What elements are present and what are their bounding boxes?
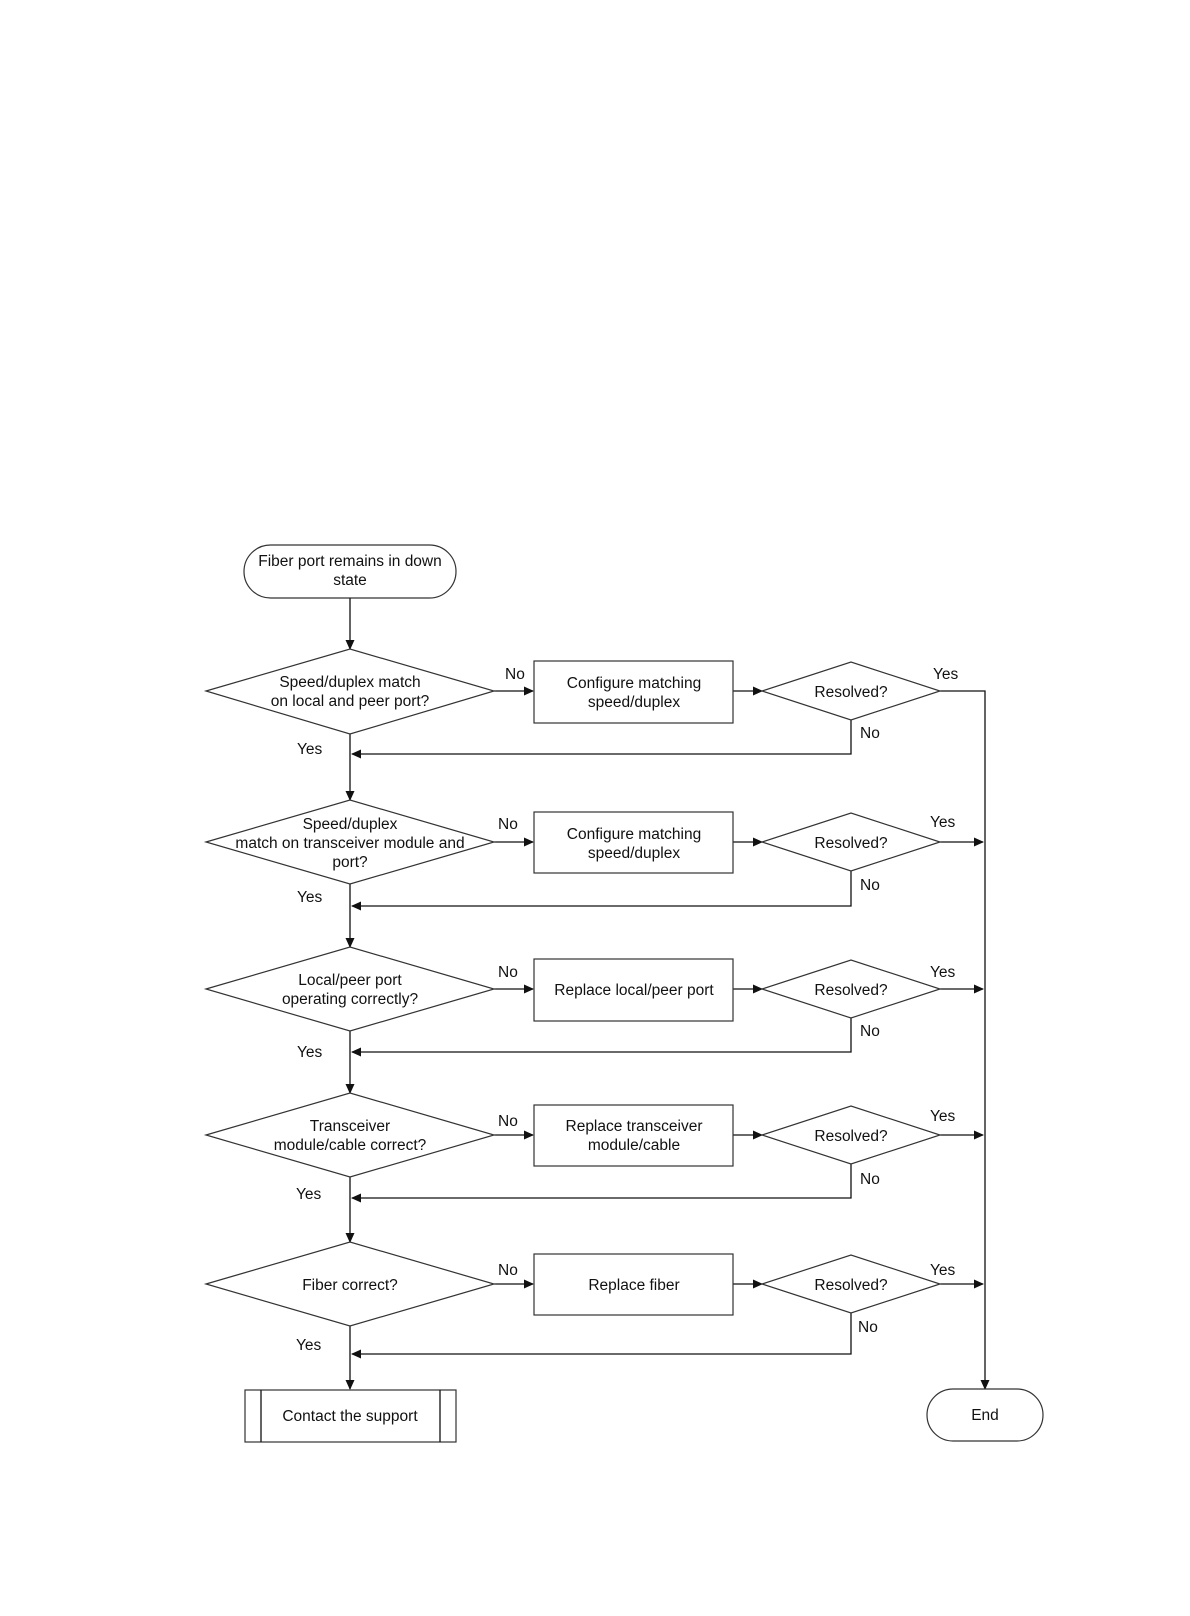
yes-label: Yes	[930, 814, 956, 831]
no-label: No	[498, 1113, 518, 1130]
yes-label: Yes	[930, 1262, 956, 1279]
connectors	[345, 598, 990, 1390]
yes-label: Yes	[297, 1044, 323, 1061]
resolved-label: Resolved?	[814, 1277, 888, 1294]
contact-support-label: Contact the support	[282, 1408, 418, 1425]
decision-label-line: Local/peer port	[298, 972, 402, 989]
resolved-label: Resolved?	[814, 684, 888, 701]
yes-label: Yes	[930, 964, 956, 981]
yes-label: Yes	[297, 741, 323, 758]
decision-fiber-correct	[203, 1241, 497, 1327]
decision-label-line: operating correctly?	[282, 991, 419, 1008]
contact-support-process: Contact the support	[244, 1389, 457, 1443]
resolved-label: Resolved?	[814, 1128, 888, 1145]
decision-label-line: module/cable correct?	[274, 1137, 427, 1154]
no-label: No	[860, 1023, 880, 1040]
action-label-line: speed/duplex	[588, 694, 680, 711]
end-terminator: End	[926, 1388, 1044, 1442]
yes-label: Yes	[296, 1337, 322, 1354]
decision-label-line: on local and peer port?	[271, 693, 430, 710]
action-configure-matching-speed-duplex	[533, 811, 734, 874]
decision-label-line: match on transceiver module and	[235, 835, 464, 852]
step-2: Speed/duplex match on transceiver module…	[203, 799, 956, 906]
action-configure-matching-speed-duplex	[533, 660, 734, 724]
action-label-line: speed/duplex	[588, 845, 680, 862]
yes-label: Yes	[933, 666, 959, 683]
yes-label: Yes	[296, 1186, 322, 1203]
decision-label-line: Speed/duplex match	[279, 674, 420, 691]
start-label-line-1: Fiber port remains in down	[258, 553, 442, 570]
start-terminator: Fiber port remains in down state	[243, 544, 457, 599]
decision-local-peer-port	[203, 946, 497, 1032]
action-label-line: Configure matching	[567, 675, 701, 692]
action-replace-local-peer-port	[533, 958, 734, 1022]
decision-resolved	[760, 1254, 942, 1314]
decision-resolved	[760, 812, 942, 872]
resolved-label: Resolved?	[814, 835, 888, 852]
no-label: No	[860, 1171, 880, 1188]
no-label: No	[498, 816, 518, 833]
action-label-line: Configure matching	[567, 826, 701, 843]
decision-label-line: Fiber correct?	[302, 1277, 398, 1294]
step-5: Fiber correct? Replace fiber Resolved? N…	[203, 1241, 956, 1354]
step-3: Local/peer port operating correctly? Rep…	[203, 946, 956, 1061]
decision-label-line: Speed/duplex	[303, 816, 398, 833]
no-label: No	[858, 1319, 878, 1336]
no-label: No	[860, 877, 880, 894]
action-label-line: Replace transceiver	[566, 1118, 703, 1135]
start-label-line-2: state	[333, 572, 367, 589]
decision-transceiver-module-cable	[203, 1092, 497, 1178]
decision-resolved	[760, 1105, 942, 1165]
action-replace-fiber	[533, 1253, 734, 1316]
yes-label: Yes	[930, 1108, 956, 1125]
no-label: No	[860, 725, 880, 742]
action-replace-transceiver-module-cable	[533, 1104, 734, 1167]
decision-resolved	[760, 661, 942, 721]
step-1: Speed/duplex match on local and peer por…	[203, 648, 959, 758]
decision-label-line: Transceiver	[310, 1118, 390, 1135]
step-4: Transceiver module/cable correct? Replac…	[203, 1092, 956, 1203]
yes-label: Yes	[297, 889, 323, 906]
decision-label-line: port?	[332, 854, 368, 871]
end-label: End	[971, 1407, 999, 1424]
action-label-line: Replace local/peer port	[554, 982, 714, 999]
resolved-label: Resolved?	[814, 982, 888, 999]
no-label: No	[505, 666, 525, 683]
no-label: No	[498, 964, 518, 981]
decision-resolved	[760, 959, 942, 1019]
action-label-line: Replace fiber	[588, 1277, 679, 1294]
decision-speed-duplex-local-peer	[203, 648, 497, 735]
no-label: No	[498, 1262, 518, 1279]
decision-speed-duplex-transceiver	[203, 799, 497, 885]
action-label-line: module/cable	[588, 1137, 680, 1154]
